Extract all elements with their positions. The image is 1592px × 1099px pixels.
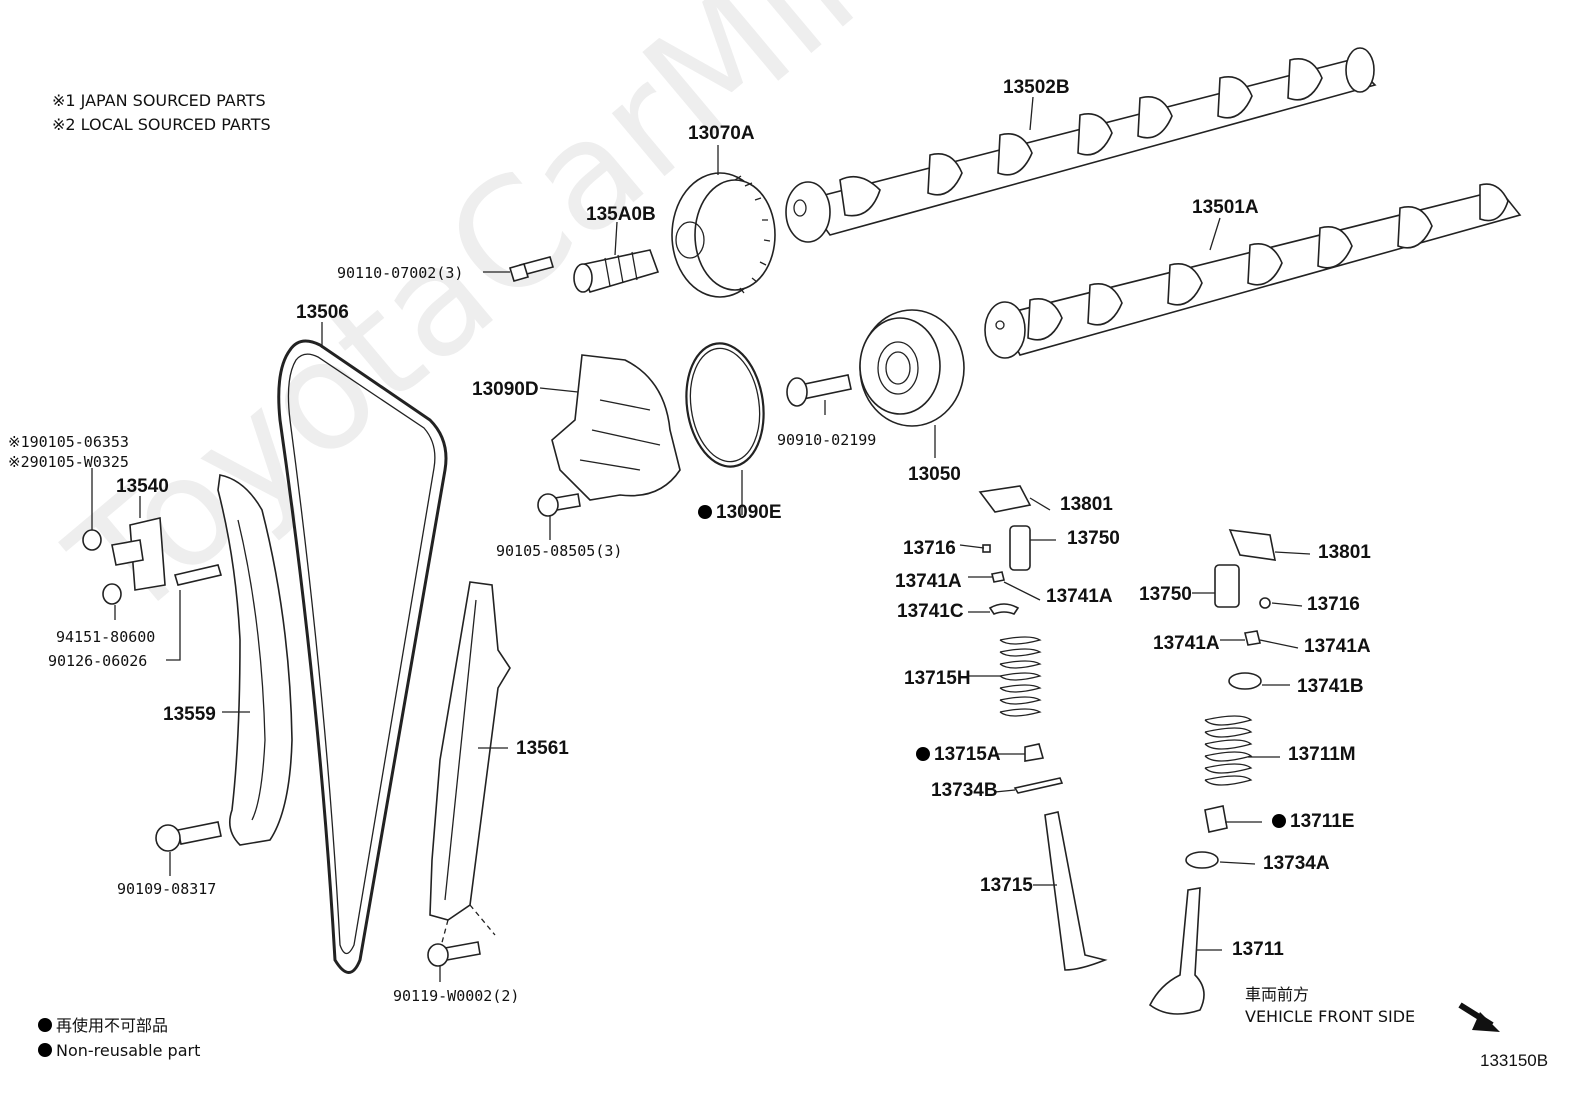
- label-90105-06353[interactable]: ※190105-06353: [8, 433, 129, 451]
- bolt-90109: [155, 821, 222, 852]
- chain-slipper-13559: [217, 474, 293, 846]
- label-13741A-exhaust-left[interactable]: 13741A: [1153, 633, 1220, 654]
- label-13716-intake[interactable]: 13716: [903, 538, 956, 559]
- label-94151-80600[interactable]: 94151-80600: [56, 628, 156, 646]
- legend-non-reusable-jp: 再使用不可部品: [38, 1018, 168, 1034]
- non-reusable-dot-icon: [1272, 814, 1286, 828]
- label-13741A-intake-left[interactable]: 13741A: [895, 571, 962, 592]
- front-arrow-icon: [1458, 1002, 1500, 1032]
- vehicle-front-en: VEHICLE FRONT SIDE: [1245, 1007, 1416, 1026]
- label-13090D[interactable]: 13090D: [472, 379, 539, 400]
- label-13741A-exhaust-right[interactable]: 13741A: [1304, 636, 1371, 657]
- label-13711M[interactable]: 13711M: [1288, 744, 1356, 765]
- vehicle-front-jp: 車両前方: [1245, 985, 1310, 1004]
- non-reusable-dot-icon: [916, 747, 930, 761]
- label-13561[interactable]: 13561: [516, 738, 569, 759]
- label-13559[interactable]: 13559: [163, 704, 216, 725]
- chain-tensioner-13540: [82, 517, 223, 605]
- bolt-90105-08505: [537, 493, 581, 517]
- label-13050[interactable]: 13050: [908, 464, 961, 485]
- label-13070A[interactable]: 13070A: [688, 123, 755, 144]
- label-90105-08505[interactable]: 90105-08505(3): [496, 542, 623, 560]
- cam-timing-gear-13070A: [671, 172, 776, 298]
- non-reusable-dot-icon: [38, 1043, 52, 1057]
- label-13741B[interactable]: 13741B: [1297, 676, 1364, 697]
- camshaft-13501A: [984, 183, 1522, 359]
- valvetrain-exhaust: [1148, 529, 1277, 1015]
- legend-non-reusable-en: Non-reusable part: [38, 1043, 200, 1059]
- label-90105-W0325[interactable]: ※290105-W0325: [8, 453, 129, 471]
- label-13715H[interactable]: 13715H: [904, 668, 971, 689]
- cam-timing-gear-13050: [859, 309, 965, 427]
- diagram-code: 133150B: [1480, 1051, 1549, 1070]
- leader-lines: [91, 96, 1311, 982]
- timing-cover-13090D: [551, 354, 681, 501]
- chain-guide-13561: [429, 581, 511, 951]
- bolt-90119: [427, 941, 481, 967]
- label-13501A[interactable]: 13501A: [1192, 197, 1259, 218]
- label-90119-W0002[interactable]: 90119-W0002(2): [393, 987, 520, 1005]
- note-local-sourced: ※2 LOCAL SOURCED PARTS: [52, 115, 271, 134]
- label-13741A-intake-right[interactable]: 13741A: [1046, 586, 1113, 607]
- valvetrain-intake: [978, 485, 1108, 971]
- label-13741C[interactable]: 13741C: [897, 601, 964, 622]
- label-13711E[interactable]: 13711E: [1272, 812, 1354, 831]
- oil-control-valve-135A0B: [573, 249, 660, 293]
- label-13716-exhaust[interactable]: 13716: [1307, 594, 1360, 615]
- label-13506[interactable]: 13506: [296, 302, 349, 323]
- note-japan-sourced: ※1 JAPAN SOURCED PARTS: [52, 91, 266, 110]
- label-13801-exhaust[interactable]: 13801: [1318, 542, 1371, 563]
- bolt-90910: [786, 374, 852, 407]
- label-13734A[interactable]: 13734A: [1263, 853, 1330, 874]
- label-90126-06026[interactable]: 90126-06026: [48, 652, 148, 670]
- camshaft-13502B: [785, 47, 1377, 243]
- label-13750-intake[interactable]: 13750: [1067, 528, 1120, 549]
- gasket-13090E: [685, 342, 765, 468]
- label-90109-08317[interactable]: 90109-08317: [117, 880, 217, 898]
- label-13801-intake[interactable]: 13801: [1060, 494, 1113, 515]
- label-13750-exhaust[interactable]: 13750: [1139, 584, 1192, 605]
- label-13540[interactable]: 13540: [116, 476, 169, 497]
- label-13734B[interactable]: 13734B: [931, 780, 998, 801]
- label-13711[interactable]: 13711: [1232, 939, 1284, 960]
- label-13502B[interactable]: 13502B: [1003, 77, 1070, 98]
- label-135A0B[interactable]: 135A0B: [586, 204, 656, 225]
- label-90910-02199[interactable]: 90910-02199: [777, 431, 877, 449]
- label-13715[interactable]: 13715: [980, 875, 1033, 896]
- non-reusable-dot-icon: [698, 505, 712, 519]
- label-90110-07002[interactable]: 90110-07002(3): [337, 264, 464, 282]
- label-13715A[interactable]: 13715A: [916, 745, 1001, 764]
- non-reusable-dot-icon: [38, 1018, 52, 1032]
- timing-chain-13506: [277, 339, 448, 974]
- label-13090E[interactable]: 13090E: [698, 503, 782, 522]
- bolt-90110: [508, 256, 555, 282]
